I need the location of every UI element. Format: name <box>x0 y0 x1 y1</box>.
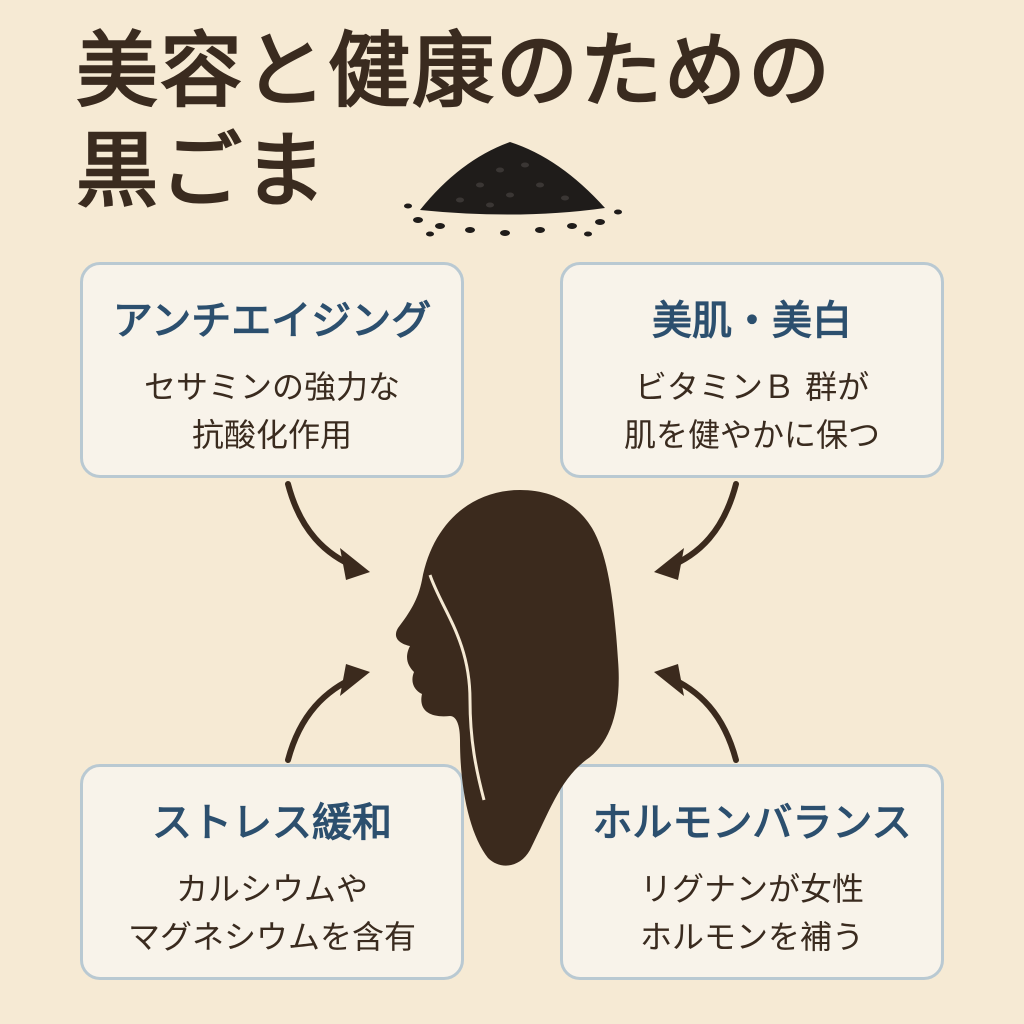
card-anti-aging: アンチエイジング セサミンの強力な 抗酸化作用 <box>80 262 464 478</box>
title-line-2: 黒ごま <box>76 124 329 219</box>
card-hormone-balance-heading: ホルモンバランス <box>592 800 912 846</box>
arrow-bottom-right <box>663 673 739 763</box>
card-anti-aging-line-1: セサミンの強力な <box>143 368 400 406</box>
card-hormone-balance-line-2: ホルモンを補う <box>639 918 864 956</box>
arrowhead-top-right <box>654 548 684 580</box>
arrow-bottom-left <box>285 673 361 763</box>
card-beautiful-skin-line-2: 肌を健やかに保つ <box>623 416 880 454</box>
arrow-top-right <box>663 481 739 571</box>
arrowhead-top-left <box>340 548 370 580</box>
card-stress-relief-heading: ストレス緩和 <box>152 800 392 846</box>
card-hormone-balance-line-1: リグナンが女性 <box>639 870 864 908</box>
black-sesame-pile-icon <box>404 142 622 237</box>
arrowhead-bottom-right <box>654 664 684 696</box>
page-title: 美容と健康のための 黒ごま <box>76 22 832 222</box>
card-beautiful-skin-heading: 美肌・美白 <box>652 298 852 344</box>
title-line-1: 美容と健康のための <box>76 24 833 119</box>
card-anti-aging-heading: アンチエイジング <box>112 298 432 344</box>
card-beautiful-skin-description: ビタミンＢ 群が 肌を健やかに保つ <box>563 363 941 459</box>
card-hormone-balance-description: リグナンが女性 ホルモンを補う <box>563 865 941 961</box>
card-stress-relief-line-1: カルシウムや <box>175 870 368 908</box>
card-stress-relief-description: カルシウムや マグネシウムを含有 <box>83 865 461 961</box>
card-stress-relief: ストレス緩和 カルシウムや マグネシウムを含有 <box>80 764 464 980</box>
card-stress-relief-line-2: マグネシウムを含有 <box>127 918 416 956</box>
arrow-top-left <box>285 481 361 571</box>
arrowhead-bottom-left <box>340 664 370 696</box>
card-beautiful-skin-line-1: ビタミンＢ 群が <box>634 368 870 406</box>
card-anti-aging-line-2: 抗酸化作用 <box>191 416 352 454</box>
card-anti-aging-description: セサミンの強力な 抗酸化作用 <box>83 363 461 459</box>
card-beautiful-skin: 美肌・美白 ビタミンＢ 群が 肌を健やかに保つ <box>560 262 944 478</box>
card-hormone-balance: ホルモンバランス リグナンが女性 ホルモンを補う <box>560 764 944 980</box>
